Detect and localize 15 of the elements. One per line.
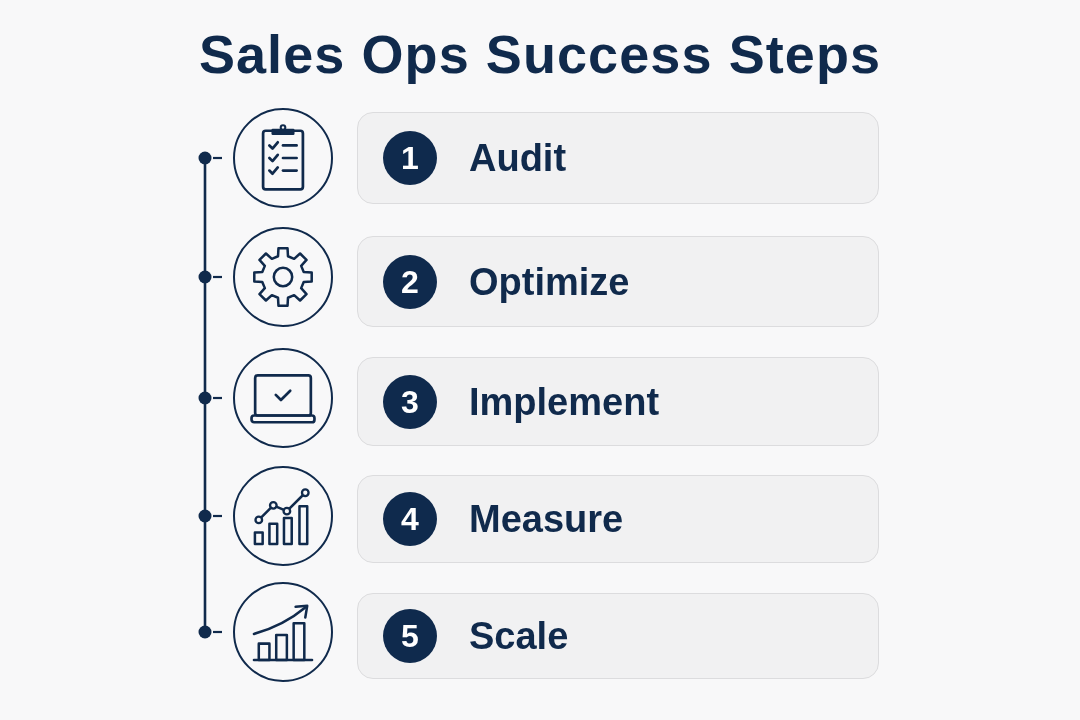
step-label: Implement bbox=[469, 382, 660, 421]
step-card bbox=[357, 593, 879, 679]
step-number: 4 bbox=[383, 492, 437, 546]
step-label: Measure bbox=[469, 500, 624, 538]
step-number: 5 bbox=[383, 609, 437, 663]
step-number: 2 bbox=[383, 254, 437, 309]
step-card bbox=[357, 357, 879, 446]
step-label: Audit bbox=[469, 139, 567, 177]
step-label: Optimize bbox=[469, 262, 630, 301]
step-card bbox=[357, 236, 879, 327]
step-card bbox=[357, 112, 879, 204]
step-number: 1 bbox=[383, 131, 437, 185]
step-label: Scale bbox=[469, 617, 569, 655]
step-number: 3 bbox=[383, 374, 437, 429]
step-card bbox=[357, 475, 879, 563]
